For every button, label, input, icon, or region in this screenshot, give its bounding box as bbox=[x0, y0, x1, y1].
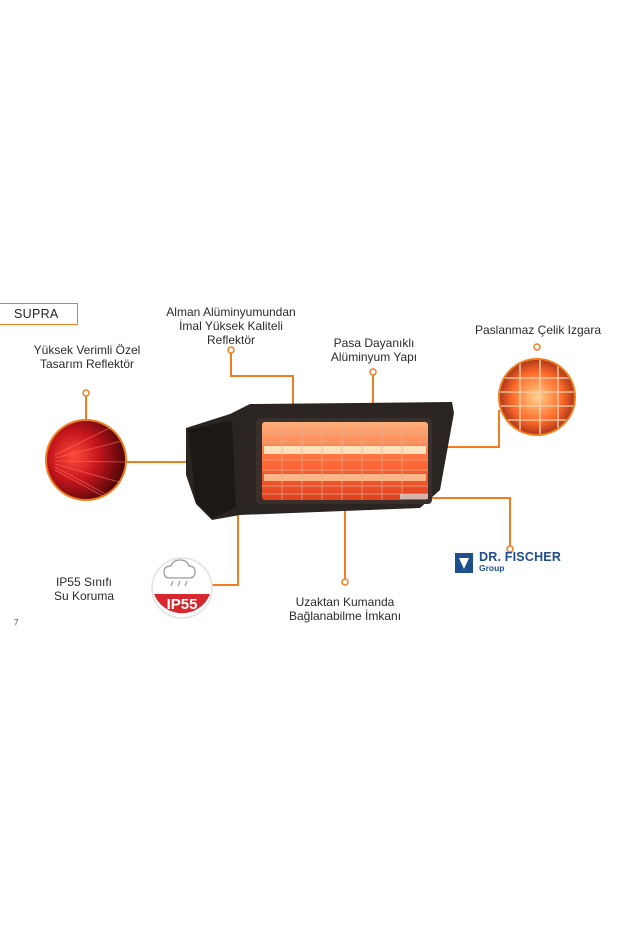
logo-subtitle: Group bbox=[479, 563, 505, 573]
feature-remote-line2: Bağlanabilme İmkanı bbox=[288, 609, 402, 623]
feature-reflector-design-line2: Tasarım Reflektör bbox=[39, 357, 135, 371]
dr-fischer-logo-mark-icon bbox=[455, 553, 473, 573]
feature-steel-grille-line1: Paslanmaz Çelik Izgara bbox=[474, 323, 602, 337]
feature-steel-grille: Paslanmaz Çelik Izgara bbox=[466, 323, 610, 337]
feature-reflector-design: Yüksek Verimli Özel Tasarım Reflektör bbox=[24, 343, 150, 371]
feature-remote: Uzaktan Kumanda Bağlanabilme İmkanı bbox=[275, 595, 415, 623]
feature-aluminum-reflector-line2: İmal Yüksek Kaliteli bbox=[179, 319, 283, 333]
page-number: 7 bbox=[14, 618, 19, 627]
grille-detail-circle bbox=[498, 358, 576, 436]
connector-dots bbox=[82, 343, 541, 586]
feature-reflector-design-line1: Yüksek Verimli Özel bbox=[33, 343, 141, 357]
ip55-badge: IP55 bbox=[151, 557, 213, 619]
feature-ip55-line1: IP55 Sınıfı bbox=[55, 575, 113, 589]
feature-aluminum-reflector-line1: Alman Alüminyumundan bbox=[166, 305, 296, 319]
reflector-detail-circle bbox=[45, 419, 127, 501]
feature-remote-line1: Uzaktan Kumanda bbox=[295, 595, 395, 609]
feature-aluminum-reflector: Alman Alüminyumundan İmal Yüksek Kalitel… bbox=[155, 305, 307, 347]
feature-rust-resistant-line2: Alüminyum Yapı bbox=[330, 350, 418, 364]
feature-rust-resistant: Pasa Dayanıklı Alüminyum Yapı bbox=[318, 336, 430, 364]
feature-rust-resistant-line1: Pasa Dayanıklı bbox=[333, 336, 415, 350]
logo-title: DR. FISCHER bbox=[479, 550, 562, 564]
supra-tab: SUPRA bbox=[0, 303, 78, 325]
ip55-badge-text: IP55 bbox=[167, 596, 198, 613]
heater-body bbox=[186, 402, 454, 520]
supra-tab-label: SUPRA bbox=[14, 307, 59, 321]
feature-ip55-line2: Su Koruma bbox=[53, 589, 115, 603]
dr-fischer-logo: DR. FISCHER Group bbox=[455, 550, 562, 574]
feature-aluminum-reflector-line3: Reflektör bbox=[206, 333, 256, 347]
feature-ip55: IP55 Sınıfı Su Koruma bbox=[44, 575, 124, 603]
